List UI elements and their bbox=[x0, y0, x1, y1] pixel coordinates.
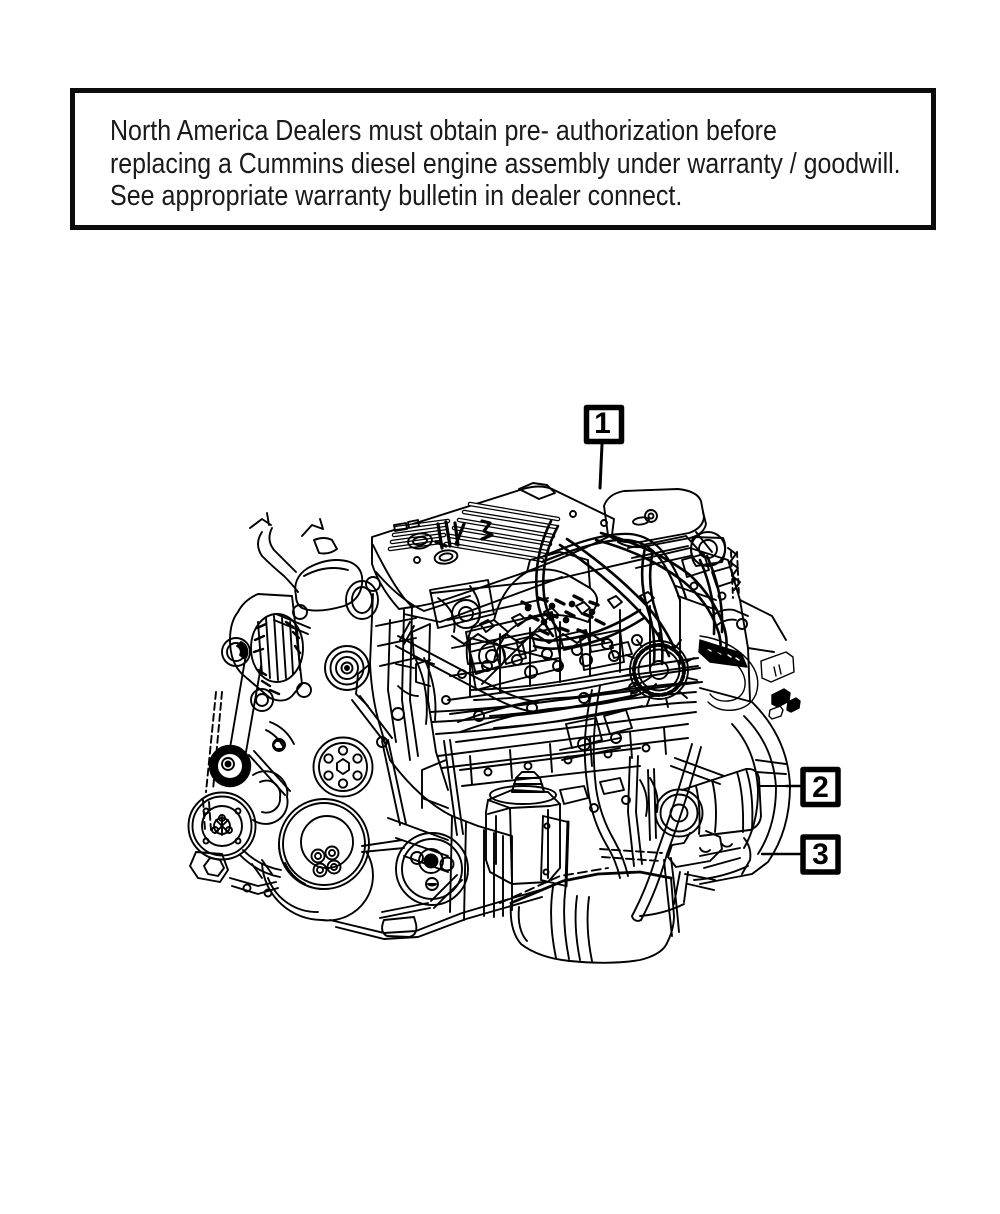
svg-text:3: 3 bbox=[812, 838, 829, 871]
svg-text:1: 1 bbox=[594, 407, 611, 440]
svg-text:2: 2 bbox=[812, 771, 829, 804]
